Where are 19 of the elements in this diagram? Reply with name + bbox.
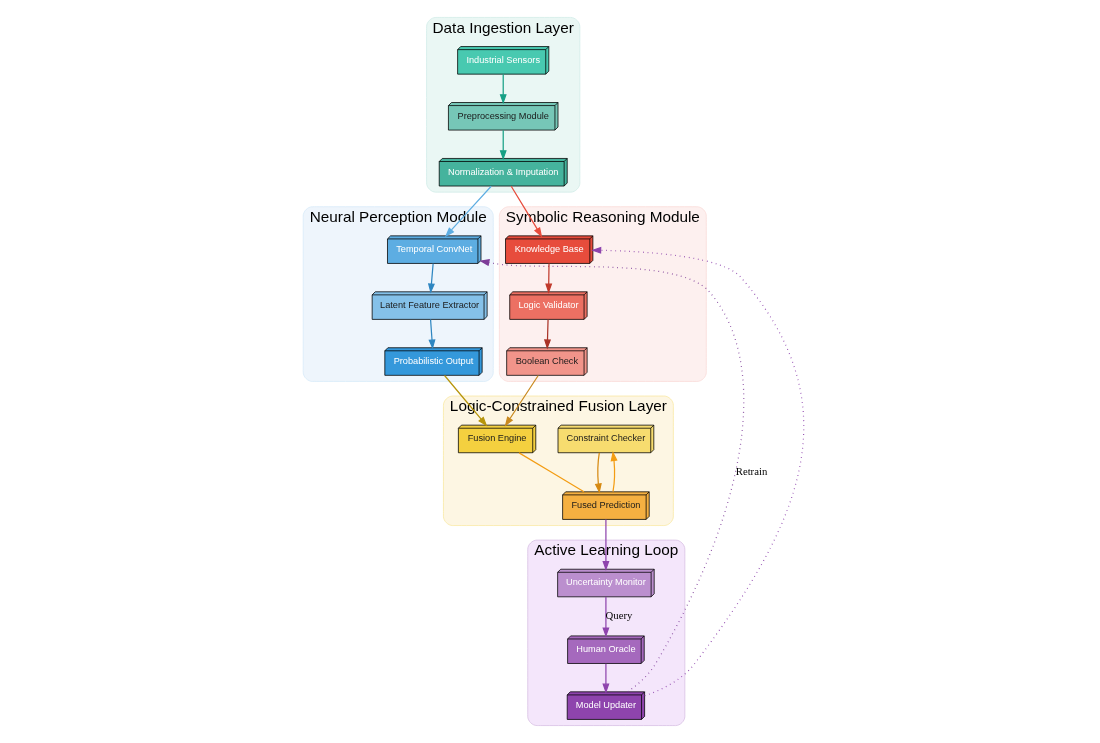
connector	[518, 452, 585, 493]
edge-label: Query	[605, 609, 632, 622]
arrow	[543, 318, 551, 350]
arrow	[499, 129, 507, 161]
edge-label: Retrain	[735, 465, 767, 478]
arrow	[427, 262, 435, 294]
arrow	[510, 185, 542, 238]
arrow	[478, 259, 744, 693]
arrow	[444, 185, 492, 238]
arrow	[590, 246, 804, 697]
arrow	[594, 452, 602, 494]
arrow	[601, 663, 609, 694]
arrow	[443, 374, 487, 427]
arrow	[601, 518, 609, 572]
arrow	[427, 318, 436, 350]
arrow	[544, 262, 552, 294]
arrow	[610, 451, 618, 493]
arrow	[601, 596, 609, 638]
arrow	[499, 73, 507, 105]
